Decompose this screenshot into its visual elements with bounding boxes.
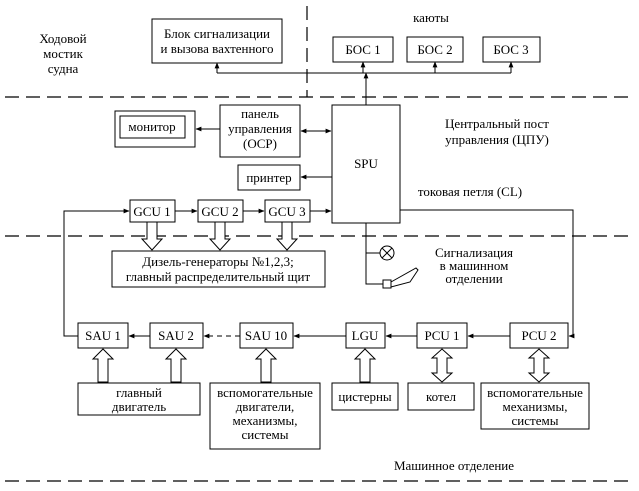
main-engine-line-2: двигатель bbox=[112, 399, 166, 414]
printer-box bbox=[237, 164, 301, 191]
aux-mech-line-3: системы bbox=[512, 413, 559, 428]
bos-1-box bbox=[332, 36, 394, 63]
aux-mech-line-2: механизмы, bbox=[503, 399, 568, 414]
bridge-label-line-1: Ходовой bbox=[39, 31, 86, 46]
bos-3-label: БОС 3 bbox=[493, 42, 528, 57]
hollow-arrows bbox=[91, 221, 551, 383]
aux-mech-line-1: вспомогательные bbox=[487, 385, 583, 400]
sau-1-label: SAU 1 bbox=[85, 328, 121, 343]
panel-line-1: панель bbox=[241, 106, 279, 121]
gcu-3-label: GCU 3 bbox=[268, 204, 305, 219]
block-labels: Блок сигнализации и вызова вахтенного БО… bbox=[85, 26, 583, 442]
spu-to-alarm-devices bbox=[365, 223, 383, 285]
bos-2-label: БОС 2 bbox=[417, 42, 452, 57]
engine-alarm-label-line-2: в машинном bbox=[440, 258, 509, 273]
boiler-box bbox=[407, 382, 475, 411]
ecr-label-line-1: Центральный пост bbox=[445, 116, 549, 131]
gcu-1-to-diesel-arrow bbox=[140, 221, 164, 251]
panel-box bbox=[219, 104, 301, 158]
bos-2-box bbox=[406, 36, 464, 63]
pcu-2-label: PCU 2 bbox=[521, 328, 556, 343]
monitor-inner-box bbox=[119, 115, 186, 139]
panel-line-3: (OCP) bbox=[243, 136, 277, 151]
current-loop-left bbox=[63, 208, 130, 337]
diesel-line-2: главный распределительный щит bbox=[126, 269, 311, 284]
ecr-label-line-2: управления (ЦПУ) bbox=[445, 132, 549, 147]
aux-mech-pcu-2-arrow bbox=[527, 348, 551, 383]
bridge-label-line-2: мостик bbox=[43, 46, 83, 61]
cabins-label: каюты bbox=[413, 10, 449, 25]
aux-engines-to-sau-10-arrow bbox=[254, 348, 278, 383]
bos-3-box bbox=[482, 36, 541, 63]
aux-engines-line-3: механизмы, bbox=[233, 413, 298, 428]
diesel-box bbox=[111, 250, 326, 288]
sau-2-box bbox=[149, 322, 204, 349]
current-loop-right bbox=[400, 209, 575, 339]
aux-engines-line-4: системы bbox=[242, 427, 289, 442]
tanks-box bbox=[331, 382, 399, 411]
zone-labels: Ходовой мостик судна каюты Центральный п… bbox=[39, 10, 549, 473]
diesel-line-1: Дизель-генераторы №1,2,3; bbox=[142, 254, 294, 269]
gcu-1-label: GCU 1 bbox=[133, 204, 170, 219]
lgu-box bbox=[345, 322, 386, 349]
aux-mech-box bbox=[480, 382, 590, 430]
main-engine-box bbox=[77, 382, 201, 416]
boiler-label: котел bbox=[426, 389, 456, 404]
boiler-pcu-1-arrow bbox=[430, 348, 454, 383]
aux-engines-box bbox=[209, 382, 321, 450]
main-engine-to-sau-2-arrow bbox=[164, 348, 188, 383]
sau-1-box bbox=[77, 322, 129, 349]
bridge-label-line-3: судна bbox=[48, 61, 79, 76]
tanks-label: цистерны bbox=[338, 389, 392, 404]
sau-2-label: SAU 2 bbox=[158, 328, 194, 343]
connectors bbox=[63, 61, 575, 339]
alarm-block-line-2: и вызова вахтенного bbox=[161, 41, 274, 56]
bos-1-label: БОС 1 bbox=[345, 42, 380, 57]
monitor-label: монитор bbox=[128, 119, 175, 134]
alarm-block-box bbox=[151, 18, 283, 64]
sau-10-box bbox=[239, 322, 294, 349]
pcu-1-label: PCU 1 bbox=[424, 328, 459, 343]
tanks-to-lgu-arrow bbox=[353, 348, 377, 383]
engine-alarm-label-line-3: отделении bbox=[445, 271, 502, 286]
spu-label: SPU bbox=[354, 156, 378, 171]
main-engine-to-sau-1-arrow bbox=[91, 348, 115, 383]
printer-label: принтер bbox=[246, 170, 291, 185]
engine-alarm-label-line-1: Сигнализация bbox=[435, 245, 513, 260]
sau-10-label: SAU 10 bbox=[245, 328, 287, 343]
aux-engines-line-2: двигатели, bbox=[236, 399, 295, 414]
panel-line-2: управления bbox=[228, 121, 292, 136]
main-engine-line-1: главный bbox=[116, 385, 162, 400]
lgu-label: LGU bbox=[352, 328, 379, 343]
gcu-2-label: GCU 2 bbox=[201, 204, 238, 219]
gcu-3-to-diesel-arrow bbox=[275, 221, 299, 251]
alarm-block-line-1: Блок сигнализации bbox=[164, 26, 270, 41]
alarm-bell-icon bbox=[379, 245, 395, 261]
gcu-2-to-diesel-arrow bbox=[208, 221, 232, 251]
aux-engines-line-1: вспомогательные bbox=[217, 385, 313, 400]
current-loop-label: токовая петля (CL) bbox=[418, 184, 522, 199]
blocks bbox=[77, 18, 590, 450]
siren-horn-icon bbox=[382, 267, 419, 289]
zone-dividers bbox=[5, 6, 634, 482]
engine-room-label: Машинное отделение bbox=[394, 458, 514, 473]
